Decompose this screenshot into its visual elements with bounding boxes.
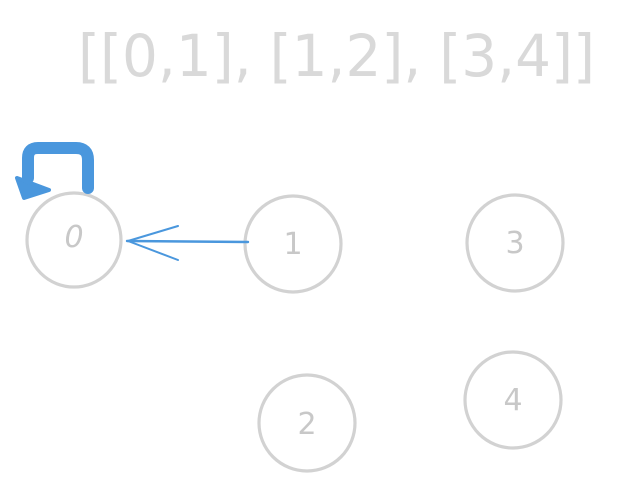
node-3-label: 3 — [505, 226, 524, 261]
edge-1-to-0-arrowhead — [127, 225, 179, 261]
node-3-circle — [465, 193, 565, 293]
node-4: 4 — [463, 350, 563, 450]
node-1-label: 1 — [283, 227, 302, 262]
node-0-circle — [25, 191, 123, 289]
node-0: 0 — [25, 191, 123, 289]
node-1-circle — [243, 194, 343, 294]
self-loop-0-arrowhead — [15, 176, 51, 200]
diagram-title: [[0,1], [1,2], [3,4]] — [78, 22, 595, 90]
node-2-label: 2 — [297, 407, 316, 442]
self-loop-0-path — [22, 142, 94, 194]
node-4-label: 4 — [503, 383, 522, 418]
node-0-label: 0 — [64, 220, 83, 255]
self-loop-0 — [15, 142, 94, 200]
edge-1-to-0 — [125, 225, 250, 261]
edge-1-to-0-line — [125, 239, 250, 244]
node-2-circle — [257, 373, 357, 473]
node-1: 1 — [243, 194, 343, 294]
node-2: 2 — [257, 373, 357, 473]
node-4-circle — [463, 350, 563, 450]
node-3: 3 — [465, 193, 565, 293]
